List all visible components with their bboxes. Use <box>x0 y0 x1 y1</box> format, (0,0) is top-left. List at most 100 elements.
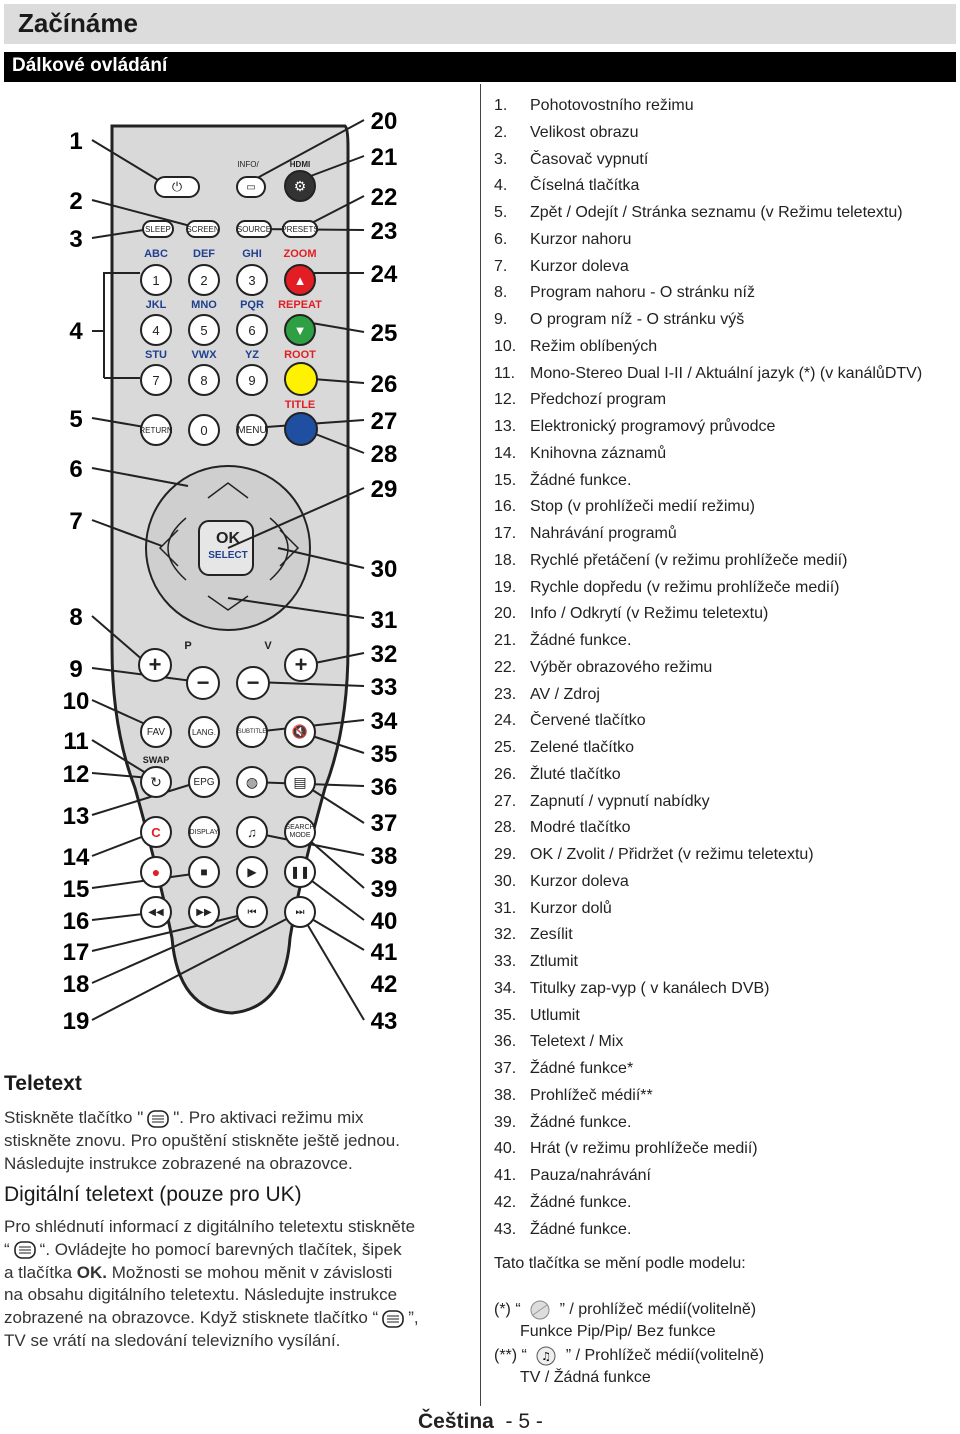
list-item-text: Stop (v prohlížeči medií režimu) <box>530 498 755 516</box>
digit-9-button: 9 <box>236 364 268 396</box>
callout-6: 6 <box>69 456 83 483</box>
callout-25: 25 <box>370 320 398 347</box>
list-item-number: 1. <box>494 97 508 114</box>
list-item-number: 14. <box>494 444 517 462</box>
menu-button: MENU <box>236 414 268 446</box>
volume-up-button: + <box>284 648 318 682</box>
teletext-line-1-b: ". Pro aktivaci režimu mix <box>173 1108 364 1127</box>
list-item: 4.Číselná tlačítka <box>494 173 960 200</box>
list-item-number: 23. <box>494 685 517 703</box>
list-item: 21.Žádné funkce. <box>494 628 960 655</box>
list-item-text: Nahrávání programů <box>530 525 677 542</box>
callout-11: 11 <box>63 728 89 755</box>
list-item: 22.Výběr obrazového režimu <box>494 655 960 682</box>
list-item-text: Červené tlačítko <box>530 712 646 730</box>
v-label: V <box>264 640 272 652</box>
volume-down-button: − <box>236 666 270 700</box>
list-item-number: 7. <box>494 257 508 275</box>
callout-38: 38 <box>370 843 398 870</box>
callout-12: 12 <box>62 761 90 788</box>
callout-42: 42 <box>370 971 398 998</box>
list-item-number: 37. <box>494 1060 517 1077</box>
list-item-text: Zesílit <box>530 926 573 944</box>
note-1-detail: Funkce Pip/Pip/ Bez funkce <box>520 1323 716 1340</box>
callout-32: 32 <box>370 641 398 668</box>
list-item-number: 15. <box>494 471 517 489</box>
list-item-number: 5. <box>494 204 508 221</box>
epg-button: EPG <box>188 766 220 798</box>
callout-4: 4 <box>69 318 83 345</box>
list-item-text: Zelené tlačítko <box>530 739 635 756</box>
callout-5: 5 <box>69 406 83 433</box>
list-item: 37.Žádné funkce* <box>494 1056 960 1083</box>
list-item: 25.Zelené tlačítko <box>494 735 960 762</box>
list-item: 9.O program níž - O stránku výš <box>494 307 960 334</box>
list-item-number: 30. <box>494 872 517 890</box>
digital-line-2: ““. Ovládejte ho pomocí barevných tlačít… <box>4 1239 466 1262</box>
select-label: SELECT <box>208 550 248 561</box>
list-item: 15.Žádné funkce. <box>494 468 960 495</box>
callout-13: 13 <box>62 803 90 830</box>
list-item-number: 40. <box>494 1140 517 1158</box>
digit-1-button: 1 <box>140 264 172 296</box>
list-item-number: 8. <box>494 284 508 302</box>
list-item: 10.Režim oblíbených <box>494 334 960 361</box>
list-item-text: AV / Zdroj <box>530 685 600 703</box>
pause-button: ❚❚ <box>284 856 316 888</box>
callout-40: 40 <box>370 908 398 935</box>
yellow-button <box>284 362 318 396</box>
digital-line-2-a: “ <box>4 1239 10 1259</box>
list-item: 41.Pauza/nahrávání <box>494 1163 960 1190</box>
pip-button: ◍ <box>236 766 268 798</box>
digital-line-3: a tlačítka OK. Možnosti se mohou měnit v… <box>4 1262 466 1285</box>
green-button: ▼ <box>284 314 316 346</box>
digit-0-button: 0 <box>188 414 220 446</box>
list-item-text: Teletext / Mix <box>530 1033 624 1051</box>
standby-button: ⏻ <box>154 176 200 198</box>
screen-button: SCREEN <box>186 220 220 238</box>
digit-5-button: 5 <box>188 314 220 346</box>
list-item: 30.Kurzor doleva <box>494 869 960 896</box>
list-item: 20.Info / Odkrytí (v Režimu teletextu) <box>494 601 960 628</box>
callout-37: 37 <box>370 810 398 837</box>
teletext-line-2: stiskněte znovu. Pro opuštění stiskněte … <box>4 1130 400 1150</box>
zoom-label: ZOOM <box>283 248 317 260</box>
list-item: 35.Utlumit <box>494 1003 960 1030</box>
callout-20: 20 <box>370 108 398 135</box>
search-label: SEARCH <box>285 824 315 831</box>
list-item: 27.Zapnutí / vypnutí nabídky <box>494 789 960 816</box>
callout-29: 29 <box>370 476 398 503</box>
callout-8: 8 <box>69 604 83 631</box>
list-item-number: 22. <box>494 658 517 676</box>
digit-2-button: 2 <box>188 264 220 296</box>
blue-button <box>284 412 318 446</box>
list-item-number: 33. <box>494 953 517 970</box>
list-item: 23. AV / Zdroj <box>494 682 960 709</box>
list-item: 43.Žádné funkce. <box>494 1217 960 1244</box>
note-2-detail: TV / Žádná funkce <box>520 1369 651 1386</box>
list-item: 7.Kurzor doleva <box>494 254 960 281</box>
digital-line-5: zobrazené na obrazovce. Když stisknete t… <box>4 1307 466 1330</box>
list-item: 33.Ztlumit <box>494 949 960 976</box>
callout-26: 26 <box>370 371 398 398</box>
list-item: 14.Knihovna záznamů <box>494 441 960 468</box>
list-item-text: OK / Zvolit / Přidržet (v režimu teletex… <box>530 846 814 863</box>
list-item-text: Žádné funkce. <box>530 632 632 649</box>
list-item-number: 6. <box>494 230 508 248</box>
list-item-number: 16. <box>494 498 517 516</box>
lang-button: LANG. <box>188 716 220 748</box>
note-1-text: ” / prohlížeč médií(volitelně) <box>559 1301 757 1318</box>
list-item: 40.Hrát (v režimu prohlížeče medií) <box>494 1136 960 1163</box>
list-item-text: Pauza/nahrávání <box>530 1167 651 1184</box>
note-2-text: ” / Prohlížeč médií(volitelně) <box>565 1347 765 1364</box>
digital-line-3-a: a tlačítka <box>4 1262 77 1282</box>
list-item-text: Žádné funkce. <box>530 1193 632 1211</box>
list-item-number: 27. <box>494 792 517 810</box>
info-label: INFO/ <box>237 160 259 169</box>
ghi-label: GHI <box>242 248 262 260</box>
mute-button: 🔇 <box>284 716 316 748</box>
list-item: 38.Prohlížeč médií** <box>494 1083 960 1110</box>
callout-36: 36 <box>370 774 398 801</box>
list-item: 31.Kurzor dolů <box>494 896 960 923</box>
pip-icon <box>530 1300 550 1320</box>
